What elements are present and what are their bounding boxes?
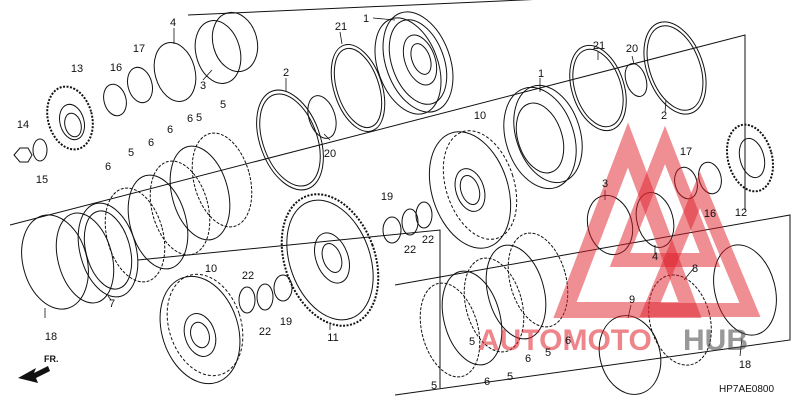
diagram-code: HP7AE0800: [719, 384, 774, 395]
watermark-text-red: AUTOMOTO: [478, 324, 652, 357]
callout: 3: [602, 178, 608, 190]
clutch-plates-right: [419, 232, 569, 378]
snap-ring-2b: [643, 21, 707, 115]
callout: 13: [71, 63, 83, 75]
callout: 7: [109, 298, 115, 310]
callout: 16: [704, 208, 716, 220]
callout: 1: [363, 13, 369, 25]
washer-16: [103, 83, 127, 117]
direction-label: FR.: [44, 354, 59, 364]
callout: 6: [167, 124, 173, 136]
snap-ring-2: [256, 89, 324, 191]
spring-17: [127, 66, 153, 104]
clutch-drum-10b: [159, 273, 244, 385]
callout: 5: [128, 147, 134, 159]
direction-arrow-icon: FR.: [18, 354, 59, 383]
callout: 22: [259, 326, 271, 338]
callout: 14: [17, 119, 29, 131]
gear-13: [46, 85, 94, 151]
gear-12: [725, 123, 775, 193]
callout-labels: 1 1 2 2 3 3 4 4 5 5 5 5 5 5 5 6 6 6 6 6 …: [17, 13, 751, 392]
o-ring-20: [307, 95, 337, 139]
ring-3-inner: [211, 11, 259, 73]
callout: 6: [187, 113, 193, 125]
callout: 21: [593, 40, 605, 52]
ring-3: [194, 20, 242, 84]
callout: 5: [196, 112, 202, 124]
callout: 19: [381, 191, 393, 203]
clutch-plates-left: [77, 132, 253, 298]
washer-15: [32, 138, 48, 162]
callout: 15: [36, 174, 48, 186]
panel-outline-low: [137, 229, 441, 388]
callout: 9: [629, 294, 635, 306]
watermark: AUTOMOTO HUB: [478, 122, 761, 357]
callout: 1: [538, 68, 544, 80]
nut-14: [13, 147, 33, 163]
callout: 4: [652, 251, 658, 263]
callout: 8: [692, 263, 698, 275]
callout: 18: [739, 359, 751, 371]
o-ring-21b: [569, 44, 627, 132]
washer-22d: [256, 283, 274, 311]
callout: 5: [220, 99, 226, 111]
callout: 22: [404, 244, 416, 256]
o-ring-20b: [624, 63, 648, 97]
spring-seat-4: [153, 42, 197, 102]
callout: 6: [105, 161, 111, 173]
snap-ring-18b: [713, 244, 777, 336]
callout: 10: [205, 263, 217, 275]
callout: 6: [484, 376, 490, 388]
callout: 5: [431, 380, 437, 392]
callout: 21: [335, 21, 347, 33]
callout: 22: [242, 270, 254, 282]
bearing-19: [382, 216, 402, 244]
watermark-text-dark: HUB: [683, 324, 748, 357]
panel-outline-mid: [9, 34, 746, 226]
o-ring-21: [330, 44, 386, 132]
clutch-piston-1: [374, 11, 454, 115]
washer-22c: [238, 286, 256, 314]
callout: 2: [283, 67, 289, 79]
callout: 3: [200, 80, 206, 92]
callout: 17: [133, 43, 145, 55]
end-plate-7: [55, 212, 115, 304]
callout: 18: [45, 331, 57, 343]
callout: 22: [422, 234, 434, 246]
gear-11: [280, 193, 380, 327]
clutch-drum-10: [428, 130, 518, 249]
callout: 6: [525, 353, 531, 365]
callout: 10: [474, 110, 486, 122]
callout: 5: [507, 371, 513, 383]
callout: 17: [680, 146, 692, 158]
callout: 19: [280, 316, 292, 328]
washer-22b: [415, 201, 433, 229]
callout: 2: [661, 110, 667, 122]
panel-outline-top: [187, 0, 534, 16]
callout: 20: [626, 43, 638, 55]
callout: 20: [324, 148, 336, 160]
callout: 11: [327, 332, 338, 344]
callout: 6: [148, 137, 154, 149]
callout: 6: [565, 335, 571, 347]
callout: 5: [545, 347, 551, 359]
snap-ring-18: [21, 214, 89, 310]
clutch-piston-1b: [503, 84, 583, 190]
callout: 4: [170, 17, 176, 29]
bearing-19b: [273, 274, 293, 302]
callout: 12: [735, 207, 747, 219]
callout: 16: [110, 62, 122, 74]
washer-22a: [401, 208, 419, 236]
callout: 5: [469, 336, 475, 348]
